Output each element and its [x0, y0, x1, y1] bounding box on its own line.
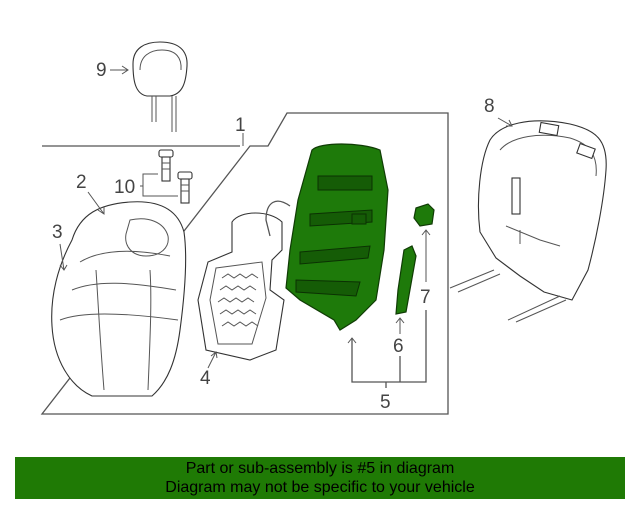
- callout-6-arrow: [395, 317, 405, 334]
- callout-9-arrow: [110, 65, 129, 75]
- callout-2: 2: [76, 172, 87, 193]
- callout-5-arrowhead: [347, 337, 357, 344]
- banner-line-2: Diagram may not be specific to your vehi…: [165, 479, 475, 496]
- headrest: [132, 41, 188, 132]
- callout-8-arrow: [497, 117, 513, 127]
- seat-back-frame: [265, 143, 389, 331]
- callout-1: 1: [235, 115, 246, 136]
- seat-back-cover: [51, 201, 187, 397]
- callout-7: 7: [420, 287, 431, 308]
- callout-7-arrow: [421, 229, 431, 282]
- assembly-boundary: [40, 112, 449, 415]
- headrest-guides: [158, 149, 193, 204]
- callout-2-arrow: [87, 191, 105, 215]
- callout-3: 3: [52, 222, 63, 243]
- callout-10: 10: [114, 177, 135, 198]
- frame-bracket: [413, 203, 435, 227]
- callout-9: 9: [96, 60, 107, 81]
- callout-4: 4: [200, 368, 211, 389]
- callout-5: 5: [380, 392, 391, 413]
- seat-back-pad: [197, 212, 285, 361]
- frame-trim: [395, 245, 417, 315]
- callout-6: 6: [393, 336, 404, 357]
- callout-3-arrow: [59, 243, 68, 271]
- banner-line-1: Part or sub-assembly is #5 in diagram: [185, 460, 455, 477]
- callout-4-arrow: [207, 351, 218, 369]
- parts-diagram: 1 9 10 2 3 4: [40, 41, 607, 415]
- seat-back-panel: [449, 120, 607, 323]
- callout-5-bracket: [351, 310, 427, 388]
- callout-8: 8: [484, 96, 495, 117]
- info-banner: Part or sub-assembly is #5 in diagram Di…: [15, 457, 625, 499]
- callout-10-bracket: [140, 173, 178, 197]
